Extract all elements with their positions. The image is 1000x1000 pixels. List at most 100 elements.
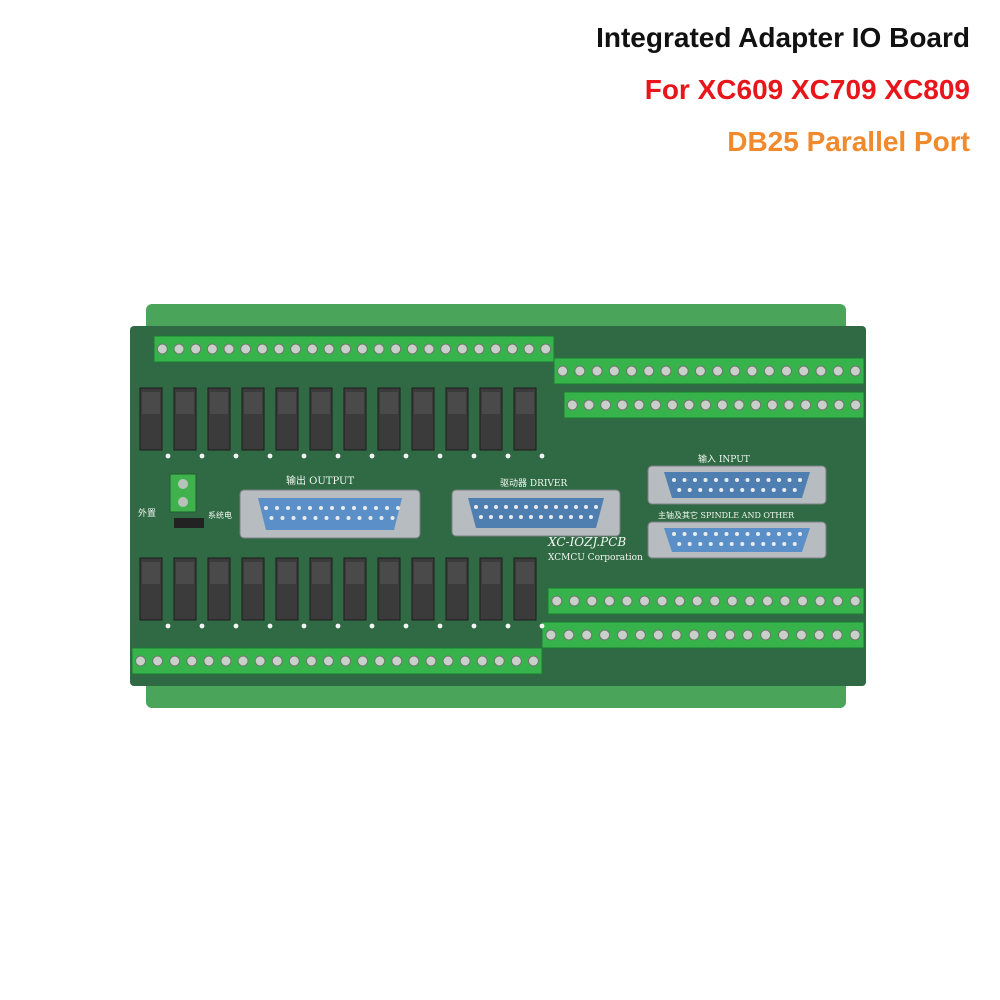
db25-pin: [514, 505, 518, 509]
terminal-screw: [574, 365, 586, 377]
driver-port-label: 驱动器 DRIVER: [500, 478, 567, 489]
status-led: [369, 623, 375, 629]
db25-pin: [798, 532, 802, 536]
db25-pin: [719, 488, 724, 492]
db25-pin: [714, 532, 718, 536]
terminal-screw: [724, 629, 736, 641]
db25-pin: [324, 516, 329, 520]
terminal-screw: [273, 343, 285, 355]
terminal-screw: [832, 595, 844, 607]
terminal-screw: [169, 655, 181, 667]
output-port-label: 输出 OUTPUT: [286, 474, 354, 487]
terminal-screw: [523, 343, 535, 355]
status-led: [301, 623, 307, 629]
db25-pin: [740, 488, 745, 492]
terminal-screw: [340, 343, 352, 355]
terminal-screw: [603, 595, 615, 607]
terminal-screw: [237, 655, 249, 667]
status-led: [437, 623, 443, 629]
db25-pin: [708, 488, 713, 492]
relay-top: [482, 562, 500, 584]
terminal-screw: [473, 343, 485, 355]
terminal-screw: [639, 595, 651, 607]
db25-pin: [534, 505, 538, 509]
db25-pin: [275, 506, 279, 510]
terminal-screw: [691, 595, 703, 607]
db25-pin: [729, 542, 734, 546]
terminal-block: [153, 335, 555, 363]
db25-output-connector: [239, 489, 421, 539]
terminal-screw: [831, 629, 843, 641]
terminal-block: [553, 357, 865, 385]
relay-row-bottom: [139, 557, 545, 629]
db25-pin: [698, 488, 703, 492]
status-led: [267, 623, 273, 629]
terminal-screw: [583, 399, 595, 411]
db25-pin: [792, 542, 797, 546]
db25-pin: [740, 542, 745, 546]
db25-pin: [374, 506, 378, 510]
terminal-screw: [616, 399, 628, 411]
db25-pin: [539, 515, 543, 519]
terminal-screw: [566, 399, 578, 411]
relay-top: [448, 392, 466, 414]
power-switch: [174, 518, 204, 528]
db25-pin: [594, 505, 598, 509]
terminal-screw: [290, 343, 302, 355]
terminal-screw: [322, 655, 334, 667]
terminal-screw: [323, 343, 335, 355]
db25-pin: [489, 515, 493, 519]
terminal-screw: [203, 655, 215, 667]
driver-terminal-strip: [541, 587, 865, 649]
db25-pin: [750, 542, 755, 546]
status-led: [199, 453, 205, 459]
terminal-screw: [506, 343, 518, 355]
terminal-screw: [476, 655, 488, 667]
terminal-screw: [849, 629, 861, 641]
db25-pin: [724, 478, 729, 482]
status-led: [165, 453, 171, 459]
db25-pin: [708, 542, 713, 546]
terminal-block: [541, 621, 865, 649]
terminal-screw: [442, 655, 454, 667]
outer-power-label: 外置: [138, 507, 156, 519]
terminal-screw: [425, 655, 437, 667]
db25-pin: [286, 506, 290, 510]
input-port-label: 输入 INPUT: [698, 453, 750, 465]
terminal-screw: [254, 655, 266, 667]
db25-pin: [504, 505, 508, 509]
db25-pin: [766, 532, 771, 536]
db25-pin: [579, 515, 583, 519]
db25-pin: [761, 542, 766, 546]
db25-pin: [792, 488, 797, 492]
terminal-screw: [591, 365, 603, 377]
status-led: [165, 623, 171, 629]
relay-top: [278, 392, 296, 414]
terminal-screw: [797, 595, 809, 607]
db25-pin: [363, 506, 367, 510]
terminal-screw: [493, 655, 505, 667]
db25-pin: [677, 488, 682, 492]
terminal-screw: [152, 655, 164, 667]
db25-pin: [687, 542, 692, 546]
power-screw: [178, 479, 188, 489]
db25-pin: [368, 516, 373, 520]
status-led: [471, 453, 477, 459]
io-board-photo: 外置 系统电 输出 OUTPUT 驱动器 DRIVER 输入 INPUT 主轴: [118, 296, 878, 716]
top-terminal-strip: [153, 335, 555, 363]
terminal-screw: [633, 399, 645, 411]
relay-top: [176, 392, 194, 414]
terminal-screw: [683, 399, 695, 411]
db25-pin: [750, 488, 755, 492]
db25-pin: [519, 515, 523, 519]
terminal-screw: [220, 655, 232, 667]
terminal-screw: [779, 595, 791, 607]
relay-top: [142, 562, 160, 584]
db25-pin: [729, 488, 734, 492]
terminal-screw: [712, 365, 724, 377]
db25-pin: [559, 515, 563, 519]
compatible-models: For XC609 XC709 XC809: [644, 74, 970, 105]
terminal-screw: [694, 365, 706, 377]
status-led: [335, 453, 341, 459]
terminal-screw: [206, 343, 218, 355]
